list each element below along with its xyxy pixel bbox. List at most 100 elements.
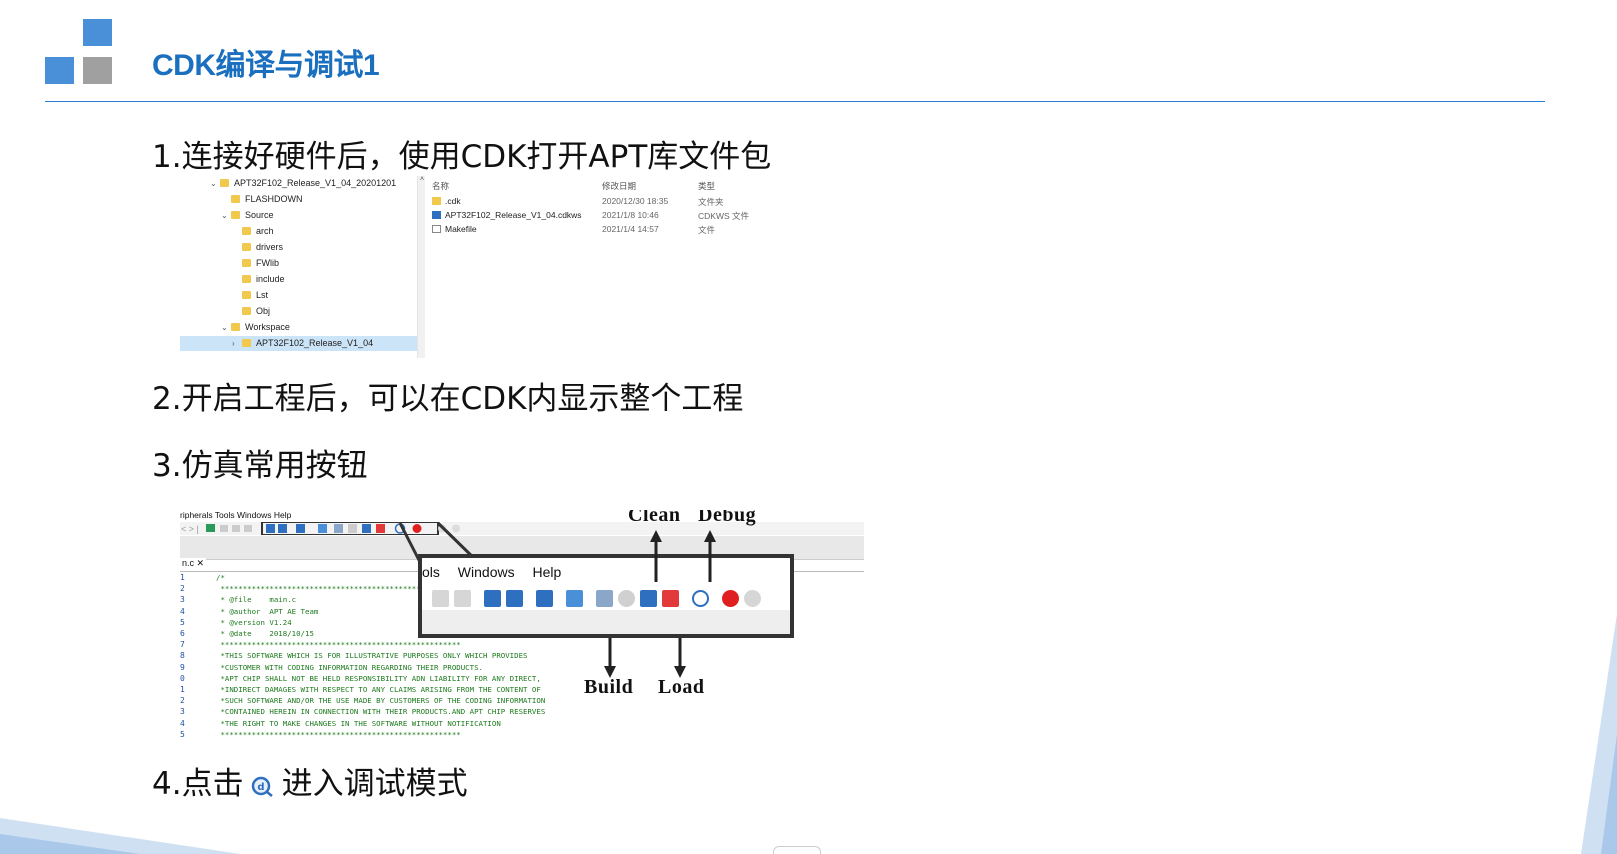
tree-item[interactable]: FWlib: [180, 256, 417, 271]
code-line: * @file main.c: [216, 595, 297, 605]
step-3-text: 3.仿真常用按钮: [152, 448, 368, 484]
tree-item[interactable]: ⌄ Workspace: [180, 320, 417, 335]
build-label: Build: [584, 676, 634, 698]
column-name-header[interactable]: 名称: [432, 181, 450, 191]
file-name: .cdk: [445, 196, 461, 206]
code-line: *CUSTOMER WITH CODING INFORMATION REGARD…: [216, 662, 483, 672]
line-number: 9: [180, 662, 185, 672]
file-row[interactable]: Makefile: [432, 224, 477, 234]
cdkws-file-icon: [432, 211, 441, 219]
load-icon[interactable]: [596, 590, 613, 607]
column-date-header[interactable]: 修改日期: [602, 181, 637, 191]
folder-icon: [432, 197, 441, 205]
debug-label: Debug: [698, 510, 757, 526]
chevron-icon[interactable]: ⌄: [221, 211, 228, 220]
folder-icon: [242, 339, 251, 347]
line-number: 2: [180, 584, 185, 594]
svg-text:d: d: [257, 782, 264, 793]
menu-tools[interactable]: ols: [422, 564, 440, 580]
blank-file-icon: [432, 225, 441, 233]
search-icon[interactable]: [484, 590, 501, 607]
tree-item-label: FLASHDOWN: [245, 194, 303, 204]
logo-square-top: [83, 19, 112, 46]
code-line: ****************************************…: [216, 729, 461, 739]
code-line: *APT CHIP SHALL NOT BE HELD RESPONSIBILI…: [216, 673, 541, 683]
erase-chip-icon[interactable]: [662, 590, 679, 607]
folder-icon: [242, 275, 251, 283]
folder-icon: [231, 211, 240, 219]
tree-item[interactable]: arch: [180, 224, 417, 239]
step-1-text: 1.连接好硬件后，使用CDK打开APT库文件包: [152, 139, 772, 175]
tree-scrollbar[interactable]: ˄: [417, 176, 425, 358]
line-number: 6: [180, 629, 185, 639]
file-name: Makefile: [445, 224, 477, 234]
step-4-suffix: 进入调试模式: [281, 766, 468, 802]
toolbar-zoom-callout: ols Windows Help: [418, 554, 794, 638]
header-divider: [45, 101, 1545, 102]
callout-menu-bar: ols Windows Help: [422, 564, 575, 580]
file-row[interactable]: .cdk: [432, 196, 461, 206]
search-replace-icon[interactable]: [536, 590, 553, 607]
disabled-icon: [432, 590, 449, 607]
clean-icon[interactable]: [640, 590, 657, 607]
build-icon[interactable]: [566, 590, 583, 607]
chevron-icon[interactable]: ⌄: [210, 179, 217, 188]
code-line: *THE RIGHT TO MAKE CHANGES IN THE SOFTWA…: [216, 718, 501, 728]
svg-text:< > |: < > |: [181, 524, 199, 534]
step-2-text: 2.开启工程后，可以在CDK内显示整个工程: [152, 381, 744, 417]
editor-tab[interactable]: n.c ✕: [180, 558, 207, 572]
tree-item[interactable]: Lst: [180, 288, 417, 303]
menu-windows[interactable]: Windows: [457, 564, 515, 580]
line-number: 2: [180, 696, 185, 706]
callout-toolbar: [422, 586, 790, 612]
line-number: 3: [180, 707, 185, 717]
tree-item[interactable]: include: [180, 272, 417, 287]
file-date: 2021/1/4 14:57: [602, 224, 659, 234]
chevron-icon[interactable]: ⌄: [221, 323, 228, 332]
debug-icon[interactable]: d: [250, 770, 274, 797]
tree-item-label: arch: [256, 226, 274, 236]
file-type: 文件夹: [698, 197, 724, 207]
file-type: 文件: [698, 225, 716, 235]
code-line: * @version V1.24: [216, 617, 292, 627]
menu-help[interactable]: Help: [532, 564, 562, 580]
tree-item[interactable]: ⌄Source: [180, 208, 417, 223]
tree-item[interactable]: FLASHDOWN: [180, 192, 417, 207]
file-row[interactable]: APT32F102_Release_V1_04.cdkws: [432, 210, 582, 220]
chevron-icon[interactable]: ›: [232, 339, 235, 348]
tree-item[interactable]: Obj: [180, 304, 417, 319]
file-type: CDKWS 文件: [698, 211, 750, 221]
disabled-icon: [454, 590, 471, 607]
file-name: APT32F102_Release_V1_04.cdkws: [445, 210, 582, 220]
tree-item-label: APT32F102_Release_V1_04_20201201: [234, 178, 397, 188]
code-line: * @date 2018/10/15: [216, 629, 314, 639]
callout-toolbar-bottom: [422, 610, 790, 634]
code-editor[interactable]: /* *************************************…: [216, 572, 856, 740]
ide-menu-bar: ripherals Tools Windows Help: [180, 510, 292, 520]
tree-item[interactable]: ⌄ APT32F102_Release_V1_04_20201201: [180, 176, 417, 191]
page-tab-handle: [773, 846, 821, 854]
line-number: 1: [180, 573, 185, 582]
find-file-icon[interactable]: [506, 590, 523, 607]
bottom-left-decoration: [0, 818, 240, 854]
line-number: 5: [180, 729, 185, 739]
column-type-header[interactable]: 类型: [698, 181, 716, 191]
breakpoint-icon[interactable]: [722, 590, 739, 607]
tree-item[interactable]: ›APT32F102_Release_V1_04: [180, 336, 417, 351]
code-line: /*: [216, 573, 225, 582]
code-line: *CONTAINED HEREIN IN CONNECTION WITH THE…: [216, 707, 546, 717]
code-line: *INDIRECT DAMAGES WITH RESPECT TO ANY CL…: [216, 685, 541, 695]
tree-item-label: Workspace: [245, 322, 290, 332]
file-date: 2021/1/8 10:46: [602, 210, 659, 220]
debug-icon[interactable]: [692, 590, 709, 607]
line-number: 4: [180, 606, 185, 616]
line-number: 4: [180, 718, 185, 728]
label-arrows: [604, 530, 716, 678]
tree-item[interactable]: drivers: [180, 240, 417, 255]
code-line: *SUCH SOFTWARE AND/OR THE USE MADE BY CU…: [216, 696, 546, 706]
folder-icon: [242, 227, 251, 235]
